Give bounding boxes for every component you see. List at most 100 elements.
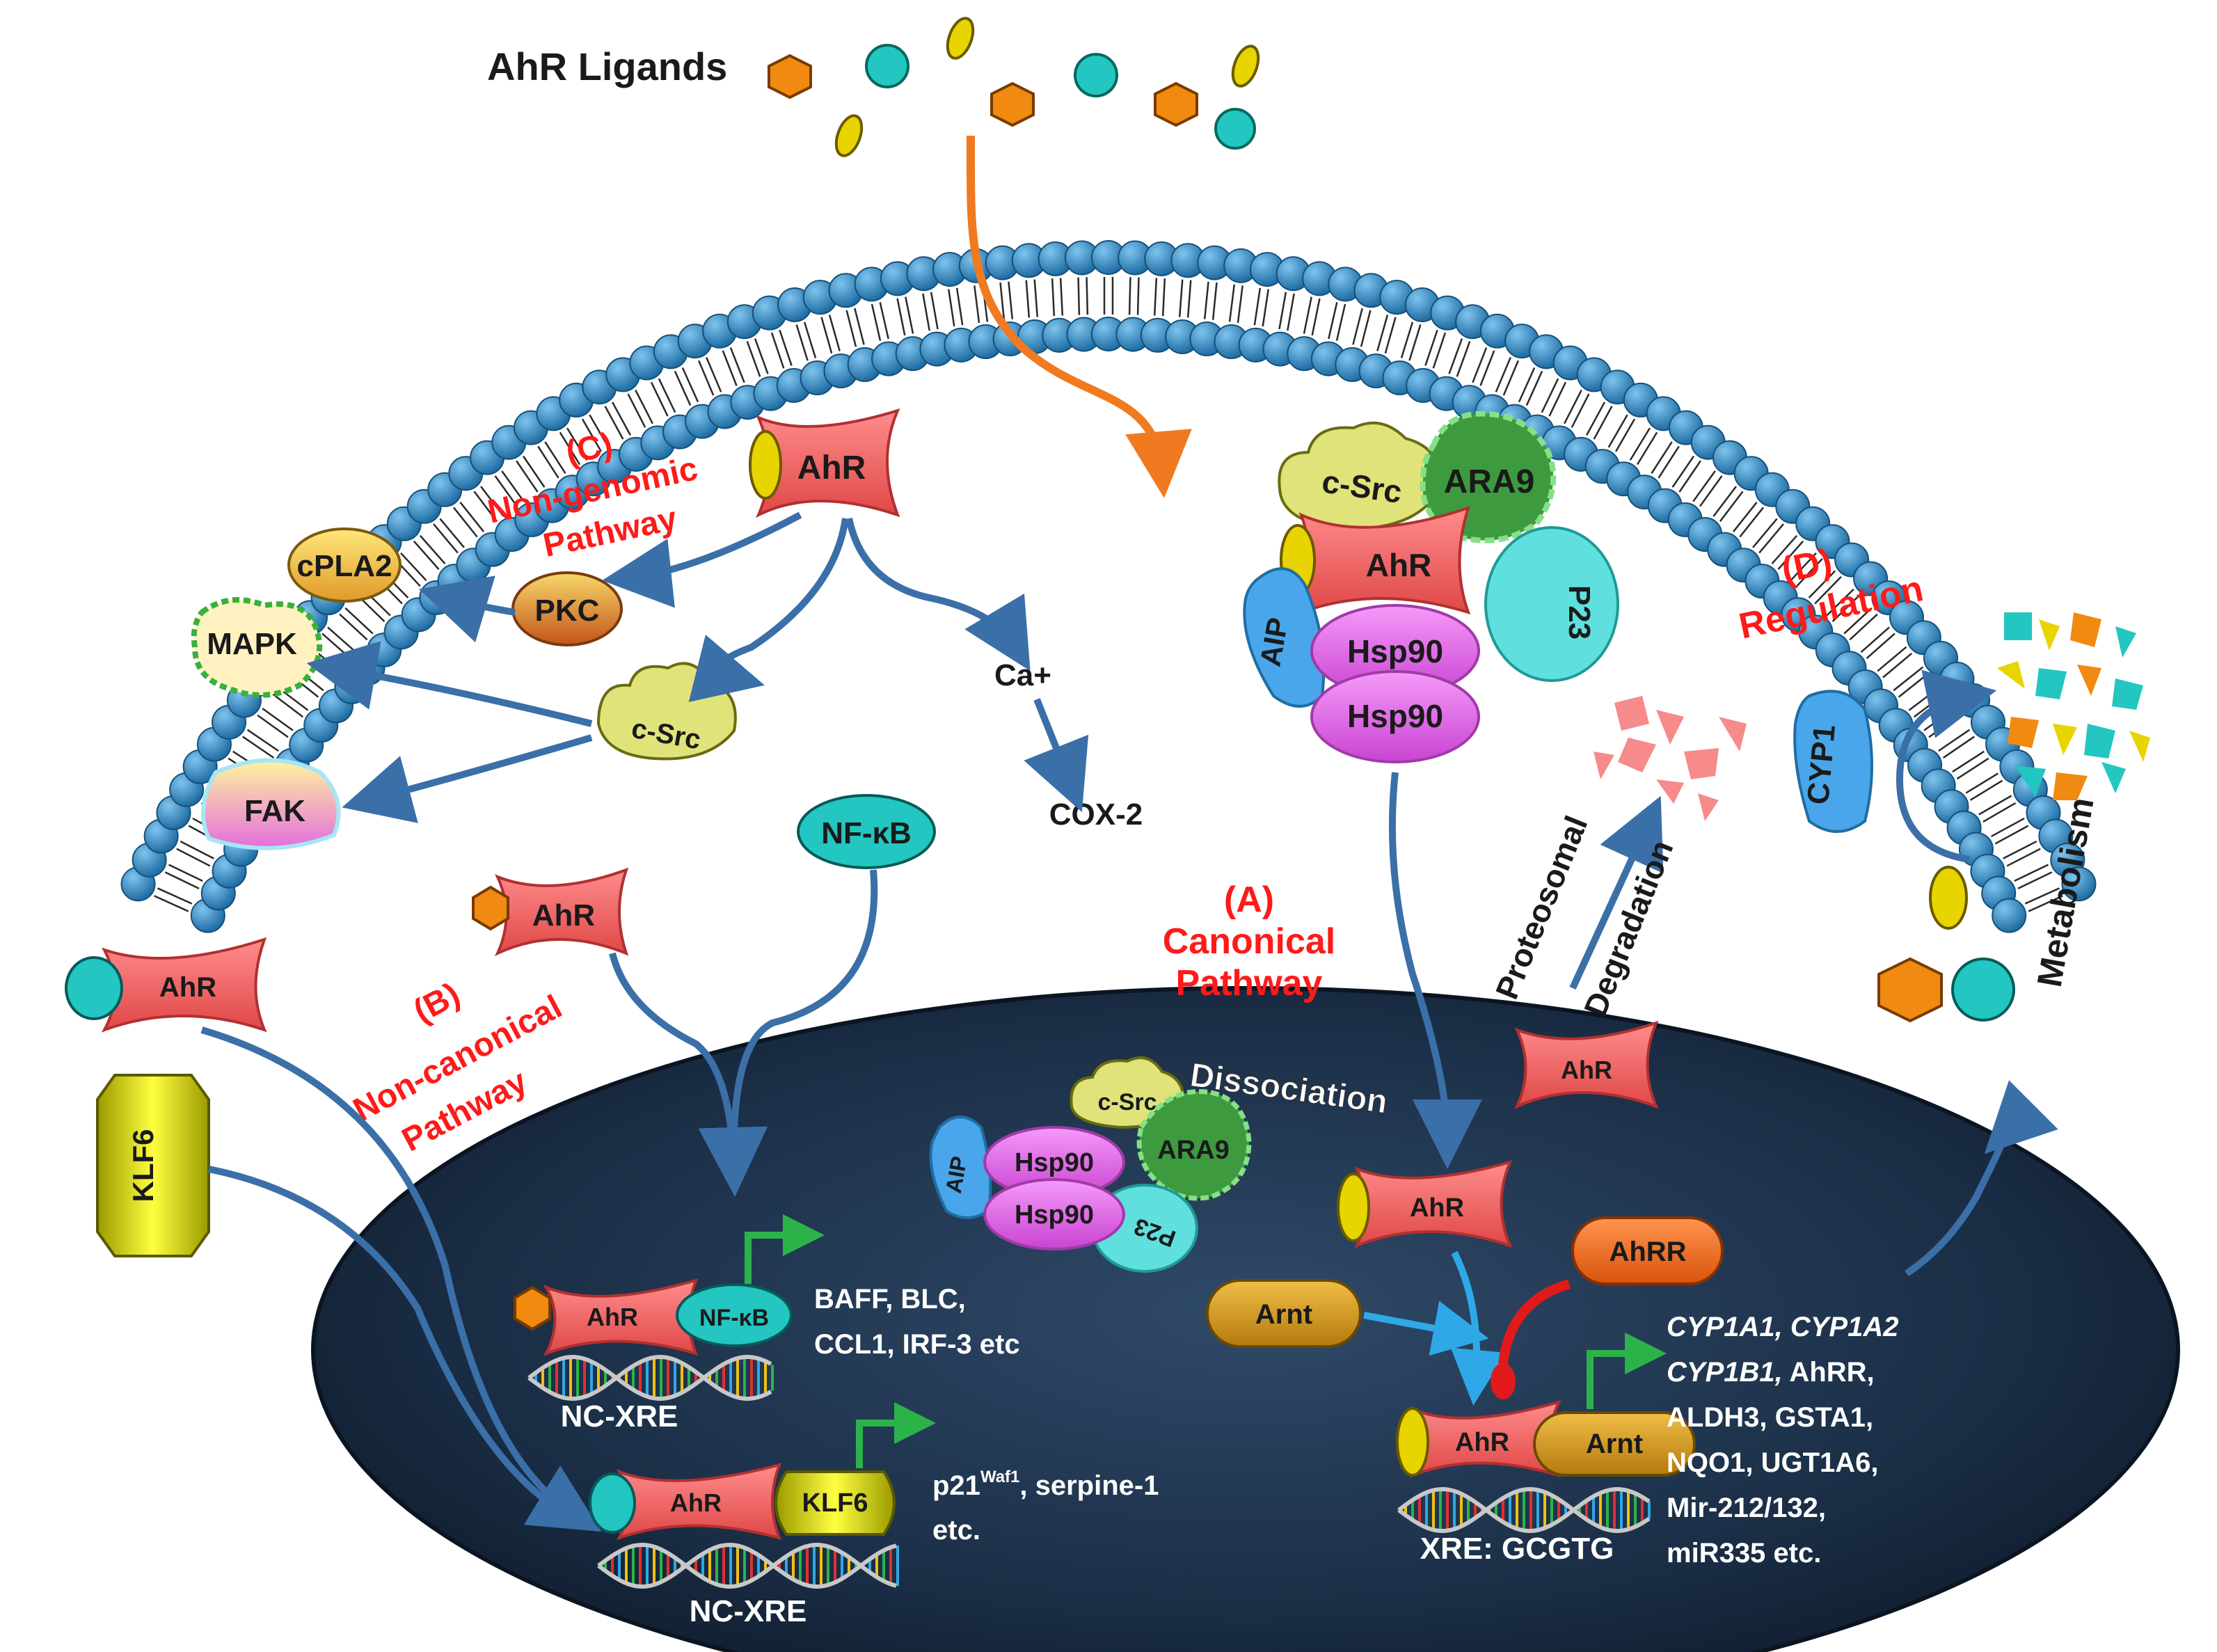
lipid-tail [419,534,446,565]
ligand-yellow-pill [946,17,975,60]
lipid-tail [1424,329,1438,366]
lipid-tail [1278,292,1287,330]
svg-text:NF-κB: NF-κB [821,816,912,850]
svg-text:KLF6: KLF6 [127,1129,159,1202]
lipid-tail [905,296,914,334]
lipid-tail [1518,367,1536,403]
nc-xre-label-upper: NC-XRE [561,1399,678,1433]
lipid-tail [339,613,368,641]
hsp90-lower [1310,670,1480,763]
ligand-entry-arrow [966,135,1192,498]
lipid-tail [1629,427,1651,461]
ahr-membrane-protein: AhR [749,408,900,518]
lipid-tail [1571,393,1590,428]
lipid-tail [1228,284,1236,322]
dna-helix-lower [597,1542,899,1589]
svg-text:etc.: etc. [932,1515,980,1546]
lipid-tail [321,633,351,660]
lipid-tail [1965,772,1999,794]
lipid-tail [1808,570,1836,598]
lipid-tail [681,367,699,403]
lipid-tail [1253,287,1262,326]
svg-text:BAFF, BLC,: BAFF, BLC, [814,1284,966,1315]
lipid-tail [180,841,214,859]
lipid-tail [1360,310,1372,347]
lipid-tail [1928,714,1960,738]
lipid-tail [1153,278,1158,316]
ahr-to-xre-arrow [1450,1250,1507,1406]
ahr-exported: AhR [1514,1020,1659,1109]
svg-text:NF-κB: NF-κB [699,1305,769,1331]
arnt-arrow [1363,1301,1489,1356]
lipid-tail [1678,460,1701,493]
lipid-tail [722,350,738,386]
pkc-node: PKC [511,571,623,646]
lipid-tail [1548,381,1567,417]
lipid-tail [1328,302,1338,340]
lipid-tail [1593,406,1613,440]
lipid-tail [1479,350,1495,386]
lipid-tail [1472,347,1488,383]
lipid-tail [1525,370,1543,406]
lipid-tail [1826,588,1854,617]
transcription-arrow-nfkb [745,1214,825,1284]
dna-helix-xre [1397,1486,1651,1534]
ligand-yellow-pill [1231,45,1260,88]
lipid-tail [1831,594,1861,622]
lipid-tail [1541,378,1559,413]
degradation-arrow [1569,795,1664,990]
lipid-tail [770,332,785,369]
svg-text:AhR: AhR [1455,1428,1509,1457]
svg-text:MAPK: MAPK [207,627,297,661]
lipid-tail [1758,523,1784,554]
svg-text:miR335 etc.: miR335 etc. [1667,1538,1821,1568]
lipid-tail [1352,308,1363,345]
svg-text:Hsp90: Hsp90 [1347,698,1443,734]
cyp1-node: CYP1 [1793,690,1873,833]
lipid-tail [1262,289,1269,327]
lipid-head [1992,898,2027,933]
lipid-tail [611,402,631,436]
klf6-cytoplasm: KLF6 [96,1074,210,1257]
lipid-tail [1008,281,1014,319]
lipid-tail [1938,729,1971,752]
lipid-tail [480,486,504,517]
lipid-tail [544,441,566,474]
lipid-tail [1502,360,1519,396]
non-genomic-arrows [306,511,1089,823]
svg-text:AhR: AhR [159,972,216,1003]
ligand-orange-hexagon [1154,81,1198,127]
lipid-tail [1739,507,1764,538]
lipid-tail [1614,418,1636,452]
dissociated-complex: c-Src ARA9 P23 AIP Hsp90 Hsp90 [929,1056,1252,1273]
mapk-node: MAPK [191,597,323,698]
lipid-tail [589,414,610,448]
svg-text:Mir-212/132,: Mir-212/132, [1667,1493,1826,1523]
lipid-tail [1448,338,1463,374]
lipid-tail [1671,455,1695,488]
lipid-tail [413,540,440,570]
lipid-tail [262,708,294,731]
lipid-tail [627,393,646,428]
lipid-tail [400,552,427,582]
lipid-tail [1893,666,1924,692]
cox2-label: COX-2 [1049,797,1143,832]
ca-label: Ca+ [994,658,1051,692]
lipid-tail [1790,552,1817,582]
lipid-tail [2014,864,2049,882]
svg-text:NQO1, UGT1A6,: NQO1, UGT1A6, [1667,1447,1879,1478]
lipid-tail [729,347,745,383]
lipid-tail [2003,841,2037,859]
svg-text:ARA9: ARA9 [1444,463,1535,500]
lipid-tail [1636,431,1658,466]
lipid-tail [327,626,357,653]
lipid-tail [1456,341,1471,377]
lipid-tail [1128,277,1131,315]
ligand-cyan-ball [1214,108,1256,150]
lipid-tail [439,518,465,548]
lipid-tail [537,445,559,479]
lipid-tail [1942,736,1975,759]
lipid-tail [1713,486,1737,517]
svg-text:FAK: FAK [244,794,305,828]
lipid-tail [820,317,833,354]
